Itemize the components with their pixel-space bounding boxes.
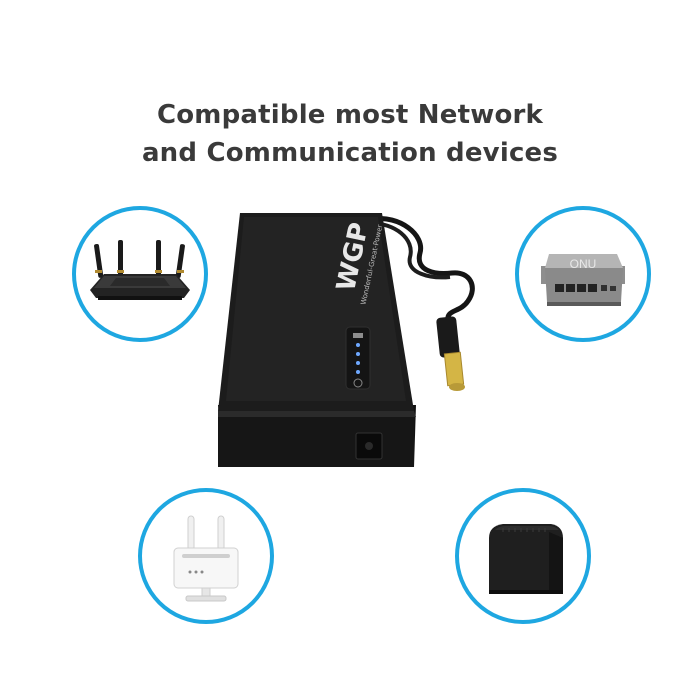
onu-device-circle: ONU — [515, 206, 651, 342]
headline-line-2: and Communication devices — [141, 138, 559, 168]
white-router-device-circle — [138, 488, 274, 624]
mini-ups-product: WGP Wonderful-Great-Power — [210, 205, 510, 475]
router-device-circle — [72, 206, 208, 342]
wifi-router-icon — [90, 240, 190, 300]
headline-line-1: Compatible most Network — [156, 100, 544, 130]
modem-box-icon — [489, 524, 563, 594]
headline: Compatible most Network and Communicatio… — [0, 96, 700, 172]
modem-device-circle — [455, 488, 591, 624]
onu-box-icon — [541, 254, 625, 306]
power-supply-image: WGP Wonderful-Great-Power — [218, 213, 475, 467]
white-router-icon — [173, 515, 239, 602]
